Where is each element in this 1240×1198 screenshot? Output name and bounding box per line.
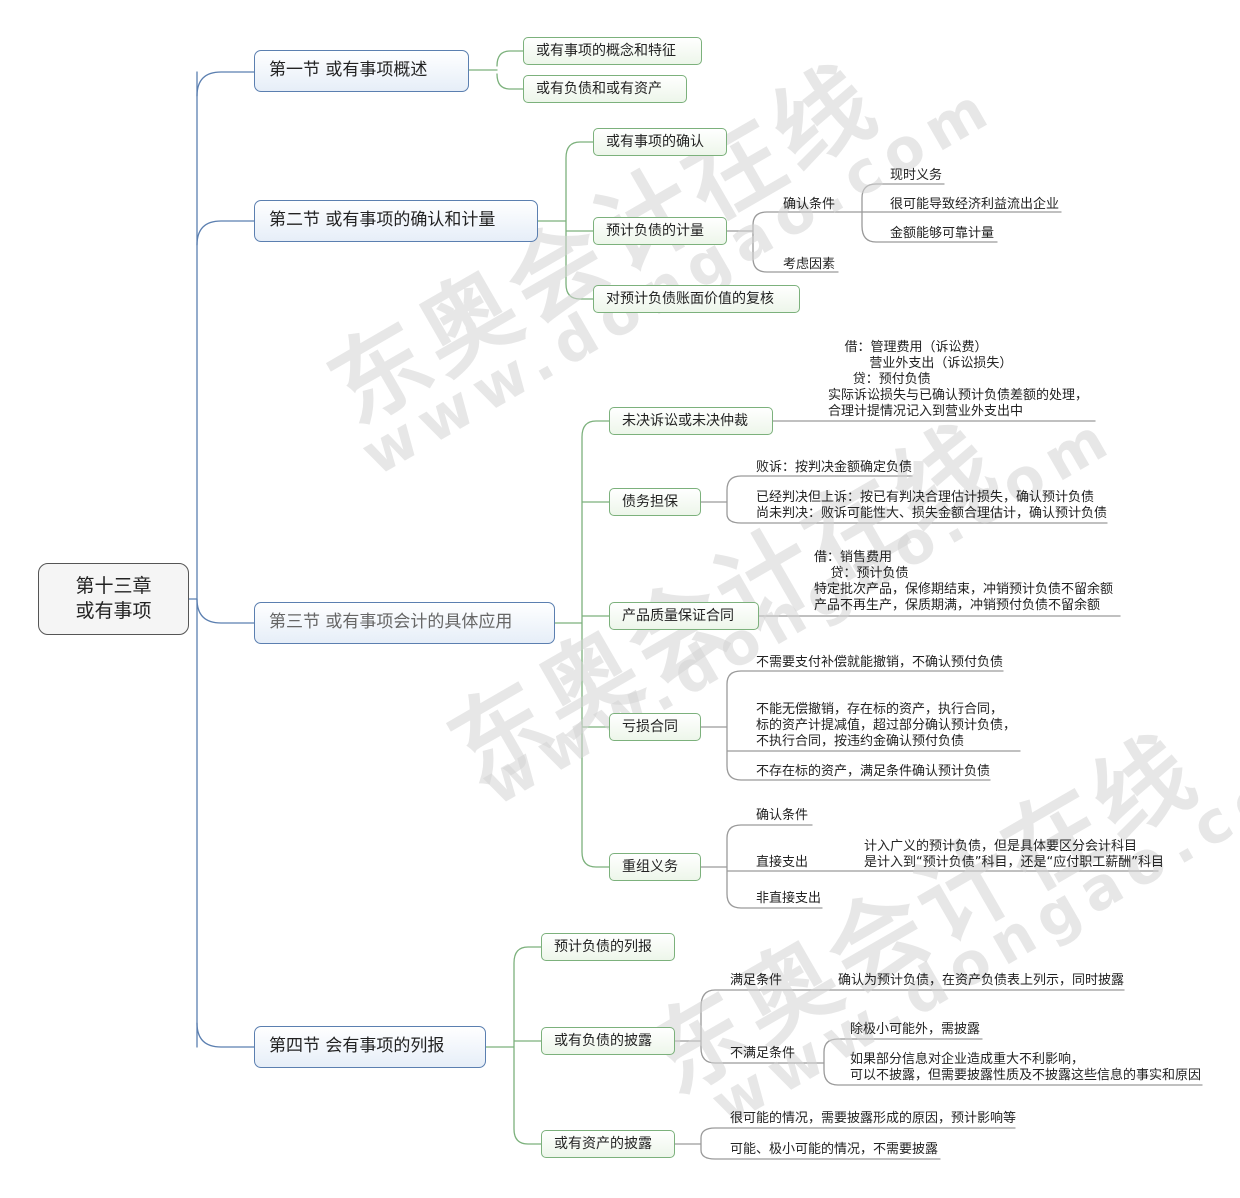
restructure-direct-cost: 直接支出 [756,855,809,870]
topic-asset-disclosure[interactable]: 或有资产的披露 [541,1130,675,1158]
condition-present-obligation: 现时义务 [890,168,943,183]
section-title: 第四节 会有事项的列报 [269,1036,445,1056]
section-2-topic[interactable]: 第二节 或有事项的确认和计量 [254,200,538,242]
link-section-3 [196,598,255,624]
link-s3 [554,420,610,868]
link-s3-guarantee [700,475,1108,524]
topic-liability-disclosure[interactable]: 或有负债的披露 [541,1027,675,1055]
guarantee-appeal-pending: 已经判决但上诉：按已有判决合理估计损失，确认预计负债 尚未判决：败诉可能性大、损… [756,490,1108,521]
restructure-recognition: 确认条件 [756,808,809,823]
link-s3-restructure [700,824,1159,909]
topic-provision-presentation[interactable]: 预计负债的列报 [541,933,675,961]
root-title-line-2: 或有事项 [75,600,152,622]
liability-sensitive-info: 如果部分信息对企业造成重大不利影响， 可以不披露，但需要披露性质及不披露这些信息… [850,1052,1202,1083]
topic-pending-litigation[interactable]: 未决诉讼或未决仲裁 [609,407,773,435]
guarantee-lost-case: 败诉：按判决金额确定负债 [756,460,913,475]
link-s4-unsatisfied [809,1038,1203,1086]
topic-warranty-contract[interactable]: 产品质量保证合同 [609,602,759,630]
trunk-link [188,71,198,1048]
link-s4-liability [674,989,813,1064]
topic-restructuring[interactable]: 重组义务 [609,853,701,881]
link-section-1 [196,71,255,97]
link-section-4 [196,1022,255,1048]
link-section-2 [196,220,255,246]
recognition-conditions-label: 确认条件 [783,197,836,212]
asset-possible-remote: 可能、极小可能的情况，不需要披露 [730,1142,939,1157]
litigation-note: 借：管理费用（诉讼费） 营业外支出（诉讼损失） 贷：预付负债 实际诉讼损失与已确… [828,340,1089,419]
section-4-topic[interactable]: 第四节 会有事项的列报 [254,1026,486,1068]
link-s2 [537,141,594,300]
asset-probable: 很可能的情况，需要披露形成的原因，预计影响等 [730,1111,1017,1126]
topic-liability-asset[interactable]: 或有负债和或有资产 [523,75,687,103]
warranty-note: 借：销售费用 贷：预计负债 特定批次产品，保修期结束，冲销预计负债不留余额 产品… [814,550,1114,613]
section-title: 第三节 或有事项会计的具体应用 [269,612,513,632]
link-s3-loss [700,670,1021,781]
topic-review[interactable]: 对预计负债账面价值的复核 [593,285,800,313]
root-title-line-1: 第十三章 [75,575,152,597]
topic-debt-guarantee[interactable]: 债务担保 [609,488,701,516]
liability-satisfied-note: 确认为预计负债，在资产负债表上列示，同时披露 [838,973,1125,988]
section-title: 第一节 或有事项概述 [269,60,428,80]
liability-satisfied-label: 满足条件 [730,973,783,988]
consider-factors-label: 考虑因素 [783,257,836,272]
onerous-cancel-free: 不需要支付补偿就能撤销，不确认预付负债 [756,655,1004,670]
section-title: 第二节 或有事项的确认和计量 [269,210,496,230]
root-topic[interactable]: 第十三章 或有事项 [38,563,189,635]
link-s2-conditions [837,183,1062,243]
topic-measurement[interactable]: 预计负债的计量 [593,217,727,245]
onerous-with-asset: 不能无偿撤销，存在标的资产，执行合同， 标的资产计提减值，超过部分确认预计负债，… [756,702,1017,749]
liability-unsatisfied-label: 不满足条件 [730,1046,796,1061]
restructure-direct-note: 计入广义的预计负债，但是具体要区分会计科目 是计入到“预计负债”科目，还是“应付… [864,839,1164,870]
link-s4-asset [674,1127,1016,1160]
onerous-no-asset: 不存在标的资产，满足条件确认预计负债 [756,764,991,779]
condition-reliable-measure: 金额能够可靠计量 [890,226,995,241]
section-1-topic[interactable]: 第一节 或有事项概述 [254,50,469,92]
section-3-topic[interactable]: 第三节 或有事项会计的具体应用 [254,602,555,644]
link-s4 [485,946,542,1145]
topic-recognition[interactable]: 或有事项的确认 [593,128,727,156]
liability-remote-exception: 除极小可能外，需披露 [850,1022,981,1037]
condition-probable-outflow: 很可能导致经济利益流出企业 [890,197,1060,212]
topic-concept-features[interactable]: 或有事项的概念和特征 [523,37,702,65]
topic-onerous-contract[interactable]: 亏损合同 [609,713,701,741]
link-s1 [468,50,524,90]
link-s2-measure [726,211,839,273]
restructure-indirect-cost: 非直接支出 [756,891,822,906]
